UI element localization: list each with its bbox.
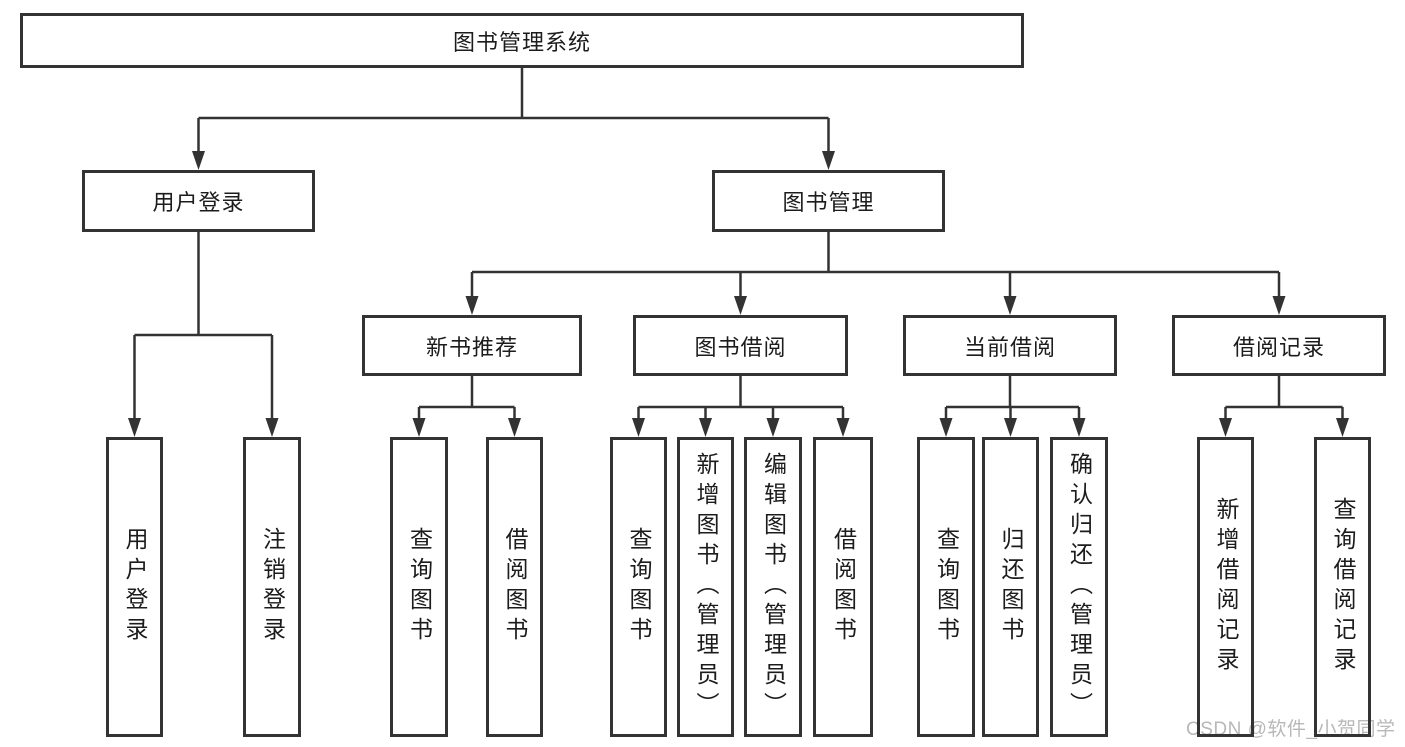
node-new-book-recommend: 新书推荐	[362, 315, 582, 376]
node-book-management: 图书管理	[712, 170, 945, 232]
node-root: 图书管理系统	[20, 13, 1024, 68]
leaf-records-add-record: 新增借阅记录	[1197, 437, 1254, 737]
node-current-borrow: 当前借阅	[903, 315, 1117, 376]
leaf-records-query-record: 查询借阅记录	[1314, 437, 1371, 737]
leaf-recommend-query-books: 查询图书	[390, 437, 448, 737]
leaf-borrow-add-books-admin: 新增图书（管理员）	[677, 437, 734, 737]
node-book-borrow: 图书借阅	[633, 315, 848, 376]
leaf-borrow-borrow-books: 借阅图书	[813, 437, 873, 737]
leaf-borrow-edit-books-admin: 编辑图书（管理员）	[744, 437, 802, 737]
leaf-current-confirm-return-admin: 确认归还（管理员）	[1050, 437, 1108, 737]
leaf-borrow-query-books: 查询图书	[610, 437, 667, 737]
leaf-user-login: 用户登录	[106, 437, 163, 737]
csdn-watermark: CSDN @软件_小贺同学	[1186, 719, 1396, 740]
node-user-login: 用户登录	[82, 170, 315, 232]
leaf-current-return-books: 归还图书	[982, 437, 1039, 737]
node-borrow-records: 借阅记录	[1172, 315, 1386, 376]
leaf-current-query-books: 查询图书	[917, 437, 975, 737]
leaf-logout: 注销登录	[243, 437, 301, 737]
leaf-recommend-borrow-books: 借阅图书	[486, 437, 543, 737]
